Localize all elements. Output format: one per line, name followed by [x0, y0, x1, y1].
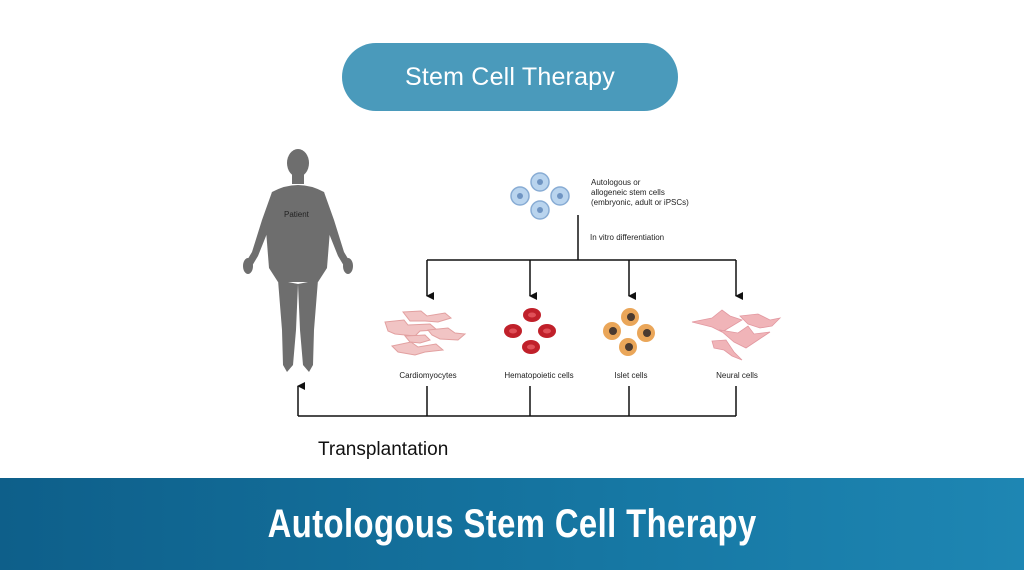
- header-title: Stem Cell Therapy: [405, 62, 615, 91]
- differentiation-tree: [426, 215, 743, 300]
- cardiomyocytes-illustration: [384, 310, 467, 356]
- differentiation-label: In vitro differentiation: [590, 233, 665, 242]
- transplant-return-line: [297, 382, 737, 417]
- patient-silhouette: [243, 149, 353, 372]
- patient-label: Patient: [284, 210, 309, 219]
- footer-banner: Autologous Stem Cell Therapy: [0, 478, 1024, 570]
- neural-illustration: [691, 309, 782, 361]
- islet-illustration: [603, 308, 655, 356]
- source-cells-label: Autologous or allogeneic stem cells (emb…: [591, 178, 689, 208]
- stem-cell-cluster: [510, 172, 570, 220]
- cell-label-hematopoietic: Hematopoietic cells: [504, 371, 574, 380]
- cell-label-cardiomyocytes: Cardiomyocytes: [399, 371, 457, 380]
- diagram-canvas: [243, 149, 782, 417]
- cell-label-islet: Islet cells: [614, 371, 648, 380]
- source-cells-line-1: Autologous or: [591, 178, 641, 187]
- source-cells-line-2: allogeneic stem cells: [591, 188, 665, 197]
- header-pill: Stem Cell Therapy: [342, 43, 678, 111]
- transplantation-label: Transplantation: [318, 439, 449, 460]
- cell-label-neural: Neural cells: [716, 371, 758, 380]
- source-cells-line-3: (embryonic, adult or iPSCs): [591, 198, 689, 207]
- footer-title: Autologous Stem Cell Therapy: [267, 501, 757, 546]
- hematopoietic-illustration: [504, 308, 556, 354]
